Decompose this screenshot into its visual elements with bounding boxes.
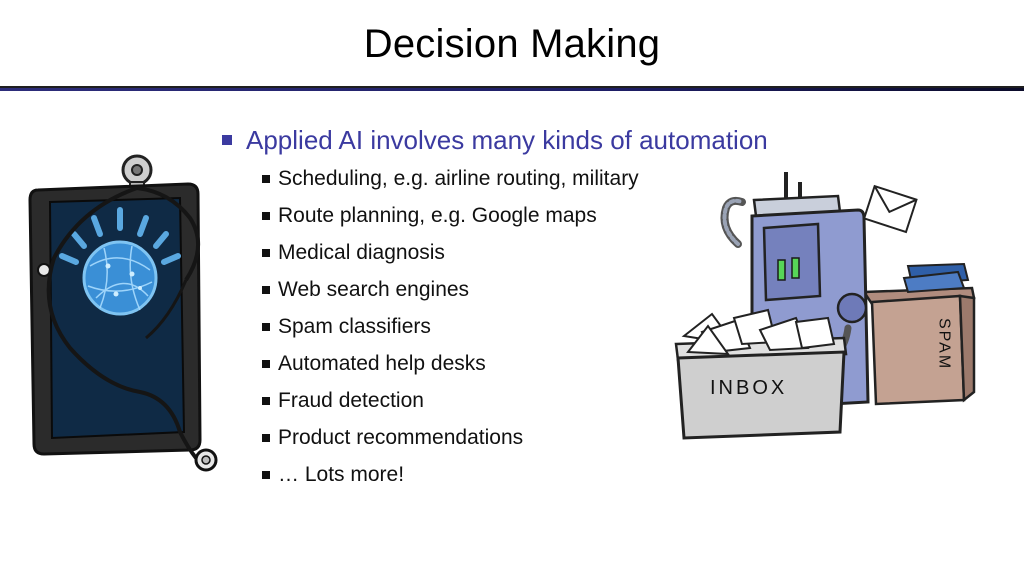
sub-bullet-marker xyxy=(262,175,270,183)
bullet-list: Applied AI involves many kinds of automa… xyxy=(222,123,842,495)
sub-bullet-text: Fraud detection xyxy=(278,389,424,412)
sub-bullet-marker xyxy=(262,323,270,331)
robot-mail-sorter-illustration: SPAM xyxy=(668,168,988,443)
sub-bullet: Route planning, e.g. Google maps xyxy=(222,199,842,236)
bullet-marker xyxy=(222,135,232,145)
sub-bullet-marker xyxy=(262,471,270,479)
sub-bullet: Product recommendations xyxy=(222,421,842,458)
sub-bullet: … Lots more! xyxy=(222,458,842,495)
sub-bullet-text: Product recommendations xyxy=(278,426,524,449)
sub-bullet-marker xyxy=(262,249,270,257)
slide-title: Decision Making xyxy=(363,22,661,66)
sub-bullet-marker xyxy=(262,286,270,294)
sub-bullet-text: … Lots more! xyxy=(278,463,405,486)
title-divider-accent xyxy=(0,88,1024,91)
sub-bullet: Spam classifiers xyxy=(222,310,842,347)
spam-label: SPAM xyxy=(936,318,953,370)
sub-bullet-marker xyxy=(262,212,270,220)
main-bullet: Applied AI involves many kinds of automa… xyxy=(222,123,842,157)
sub-bullet-text: Automated help desks xyxy=(278,352,486,375)
sub-bullet: Automated help desks xyxy=(222,347,842,384)
sub-bullet: Fraud detection xyxy=(222,384,842,421)
sub-bullet-text: Medical diagnosis xyxy=(278,241,445,264)
sub-bullet-list: Scheduling, e.g. airline routing, milita… xyxy=(222,162,842,495)
sub-bullet-text: Route planning, e.g. Google maps xyxy=(278,204,597,227)
sub-bullet-marker xyxy=(262,360,270,368)
sub-bullet: Medical diagnosis xyxy=(222,236,842,273)
sub-bullet-text: Scheduling, e.g. airline routing, milita… xyxy=(278,167,639,190)
sub-bullet-marker xyxy=(262,434,270,442)
inbox-label: INBOX xyxy=(710,377,787,399)
sub-bullet-text: Spam classifiers xyxy=(278,315,431,338)
main-bullet-text: Applied AI involves many kinds of automa… xyxy=(246,125,768,155)
sub-bullet: Scheduling, e.g. airline routing, milita… xyxy=(222,162,842,199)
sub-bullet-marker xyxy=(262,397,270,405)
sub-bullet: Web search engines xyxy=(222,273,842,310)
watson-doctor-illustration xyxy=(20,148,230,478)
sub-bullet-text: Web search engines xyxy=(278,278,470,301)
